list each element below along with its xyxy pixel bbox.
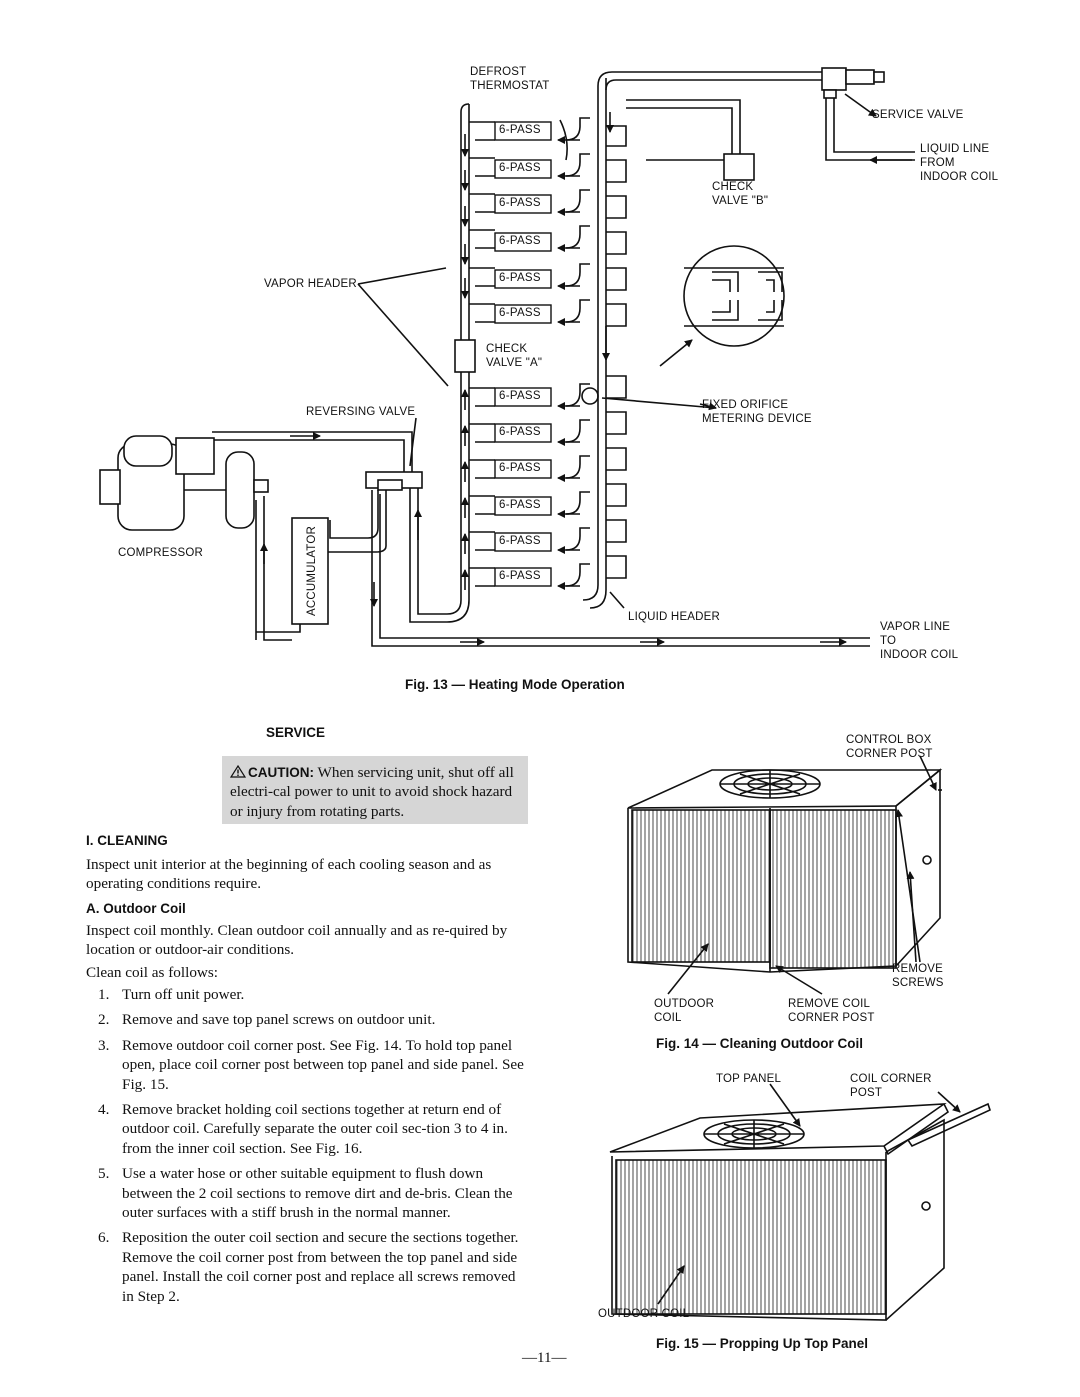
step-number: 5. <box>98 1165 110 1183</box>
label-remove-coil-corner-post: REMOVE COIL CORNER POST <box>788 998 875 1024</box>
step-item: 1. Turn off unit power. <box>98 985 530 1004</box>
label-outdoor-coil-15: OUTDOOR COIL <box>598 1308 690 1320</box>
step-number: 1. <box>98 986 110 1003</box>
label-reversing-valve: REVERSING VALVE <box>306 406 416 418</box>
label-control-box-corner-post: CONTROL BOX CORNER POST <box>846 734 933 760</box>
step-text: Remove bracket holding coil sections tog… <box>122 1101 508 1157</box>
pass-label-7: 6-PASS <box>499 390 541 402</box>
pass-label-4: 6-PASS <box>499 235 541 247</box>
caution-label: CAUTION: <box>248 765 314 780</box>
pass-label-1: 6-PASS <box>499 124 541 136</box>
pass-label-10: 6-PASS <box>499 499 541 511</box>
label-coil-corner-post: COIL CORNER POST <box>850 1073 932 1099</box>
clean-intro: Clean coil as follows: <box>86 964 219 981</box>
label-service-valve: SERVICE VALVE <box>872 109 964 121</box>
label-top-panel: TOP PANEL <box>716 1073 782 1085</box>
label-compressor: COMPRESSOR <box>118 547 204 559</box>
caution-notice: CAUTION: When servicing unit, shut off a… <box>230 763 523 821</box>
label-fixed-orifice: FIXED ORIFICE METERING DEVICE <box>702 399 812 425</box>
step-text: Turn off unit power. <box>122 986 245 1003</box>
pass-label-8: 6-PASS <box>499 426 541 438</box>
step-item: 6. Reposition the outer coil section and … <box>98 1228 530 1306</box>
step-text: Reposition the outer coil section and se… <box>122 1229 519 1305</box>
warning-icon <box>230 765 246 778</box>
step-text: Remove and save top panel screws on outd… <box>122 1011 436 1029</box>
service-heading: SERVICE <box>266 725 326 740</box>
pass-label-12: 6-PASS <box>499 570 541 582</box>
fig14-caption: Fig. 14 — Cleaning Outdoor Coil <box>656 1036 864 1051</box>
outdoor-coil-heading: A. Outdoor Coil <box>86 901 186 916</box>
label-check-valve-a: CHECK VALVE "A" <box>486 343 543 369</box>
step-number: 3. <box>98 1036 110 1054</box>
step-item: 2. Remove and save top panel screws on ou… <box>98 1010 530 1029</box>
step-number: 2. <box>98 1011 110 1029</box>
pass-label-9: 6-PASS <box>499 462 541 474</box>
label-outdoor-coil-14: OUTDOOR COIL <box>654 998 715 1024</box>
pass-label-2: 6-PASS <box>499 162 541 174</box>
outdoor-coil-paragraph: Inspect coil monthly. Clean outdoor coil… <box>86 922 508 959</box>
page-number: —11— <box>522 1350 567 1366</box>
label-vapor-line: VAPOR LINE TO INDOOR COIL <box>880 621 959 661</box>
label-check-valve-b: CHECK VALVE "B" <box>712 181 769 207</box>
caution-text: When servicing unit, shut off all electr… <box>230 764 514 820</box>
pass-label-11: 6-PASS <box>499 535 541 547</box>
label-remove-screws: REMOVE SCREWS <box>892 963 944 989</box>
pass-label-5: 6-PASS <box>499 272 541 284</box>
step-item: 3. Remove outdoor coil corner post. See F… <box>98 1036 530 1094</box>
cleaning-paragraph: Inspect unit interior at the beginning o… <box>86 856 492 893</box>
step-text: Use a water hose or other suitable equip… <box>122 1165 513 1222</box>
step-text: Remove outdoor coil corner post. See Fig… <box>122 1036 524 1093</box>
label-liquid-header: LIQUID HEADER <box>628 611 721 623</box>
fig13-caption: Fig. 13 — Heating Mode Operation <box>405 677 625 692</box>
step-item: 5. Use a water hose or other suitable equ… <box>98 1164 530 1222</box>
caution-box <box>222 756 528 824</box>
label-accumulator: ACCUMULATOR <box>306 526 318 616</box>
step-item: 4. Remove bracket holding coil sections t… <box>98 1100 530 1158</box>
step-number: 6. <box>98 1229 110 1247</box>
cleaning-heading: I. CLEANING <box>86 833 168 848</box>
fig15-caption: Fig. 15 — Propping Up Top Panel <box>656 1336 869 1351</box>
step-number: 4. <box>98 1101 110 1119</box>
pass-label-6: 6-PASS <box>499 307 541 319</box>
heating-mode-diagram <box>99 67 915 647</box>
label-liquid-line: LIQUID LINE FROM INDOOR COIL <box>920 143 999 183</box>
cleaning-steps: 1. Turn off unit power. 2. Remove and save… <box>98 985 530 1312</box>
pass-label-3: 6-PASS <box>499 197 541 209</box>
label-vapor-header: VAPOR HEADER <box>264 278 357 290</box>
label-defrost-thermostat: DEFROST THERMOSTAT <box>470 66 550 92</box>
